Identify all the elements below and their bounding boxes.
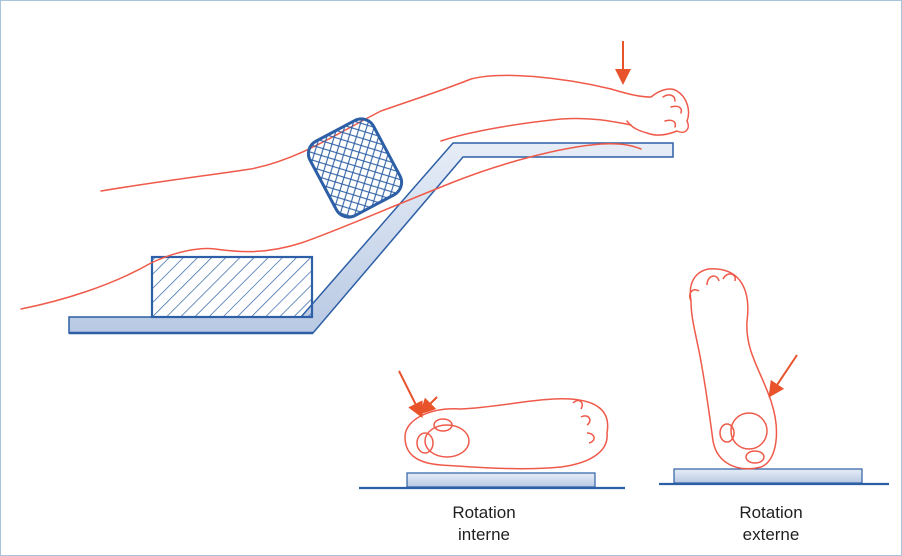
caption-internal-line1: Rotation (404, 502, 564, 524)
knee-strap (303, 114, 406, 222)
caption-external-line1: Rotation (691, 502, 851, 524)
pressure-arrow-external (773, 355, 797, 391)
caption-external-line2: externe (691, 524, 851, 546)
foot-support-internal (407, 473, 595, 487)
foot-external-rotation (659, 269, 889, 484)
cushion-block (152, 257, 312, 317)
caption-internal-line2: interne (404, 524, 564, 546)
pressure-arrow-internal-2 (425, 397, 437, 409)
foot-support-external (674, 469, 862, 483)
caption-external-rotation: Rotation externe (691, 502, 851, 546)
pressure-arrow-internal-1 (399, 371, 419, 411)
foot-internal-rotation (359, 371, 625, 488)
caption-internal-rotation: Rotation interne (404, 502, 564, 546)
